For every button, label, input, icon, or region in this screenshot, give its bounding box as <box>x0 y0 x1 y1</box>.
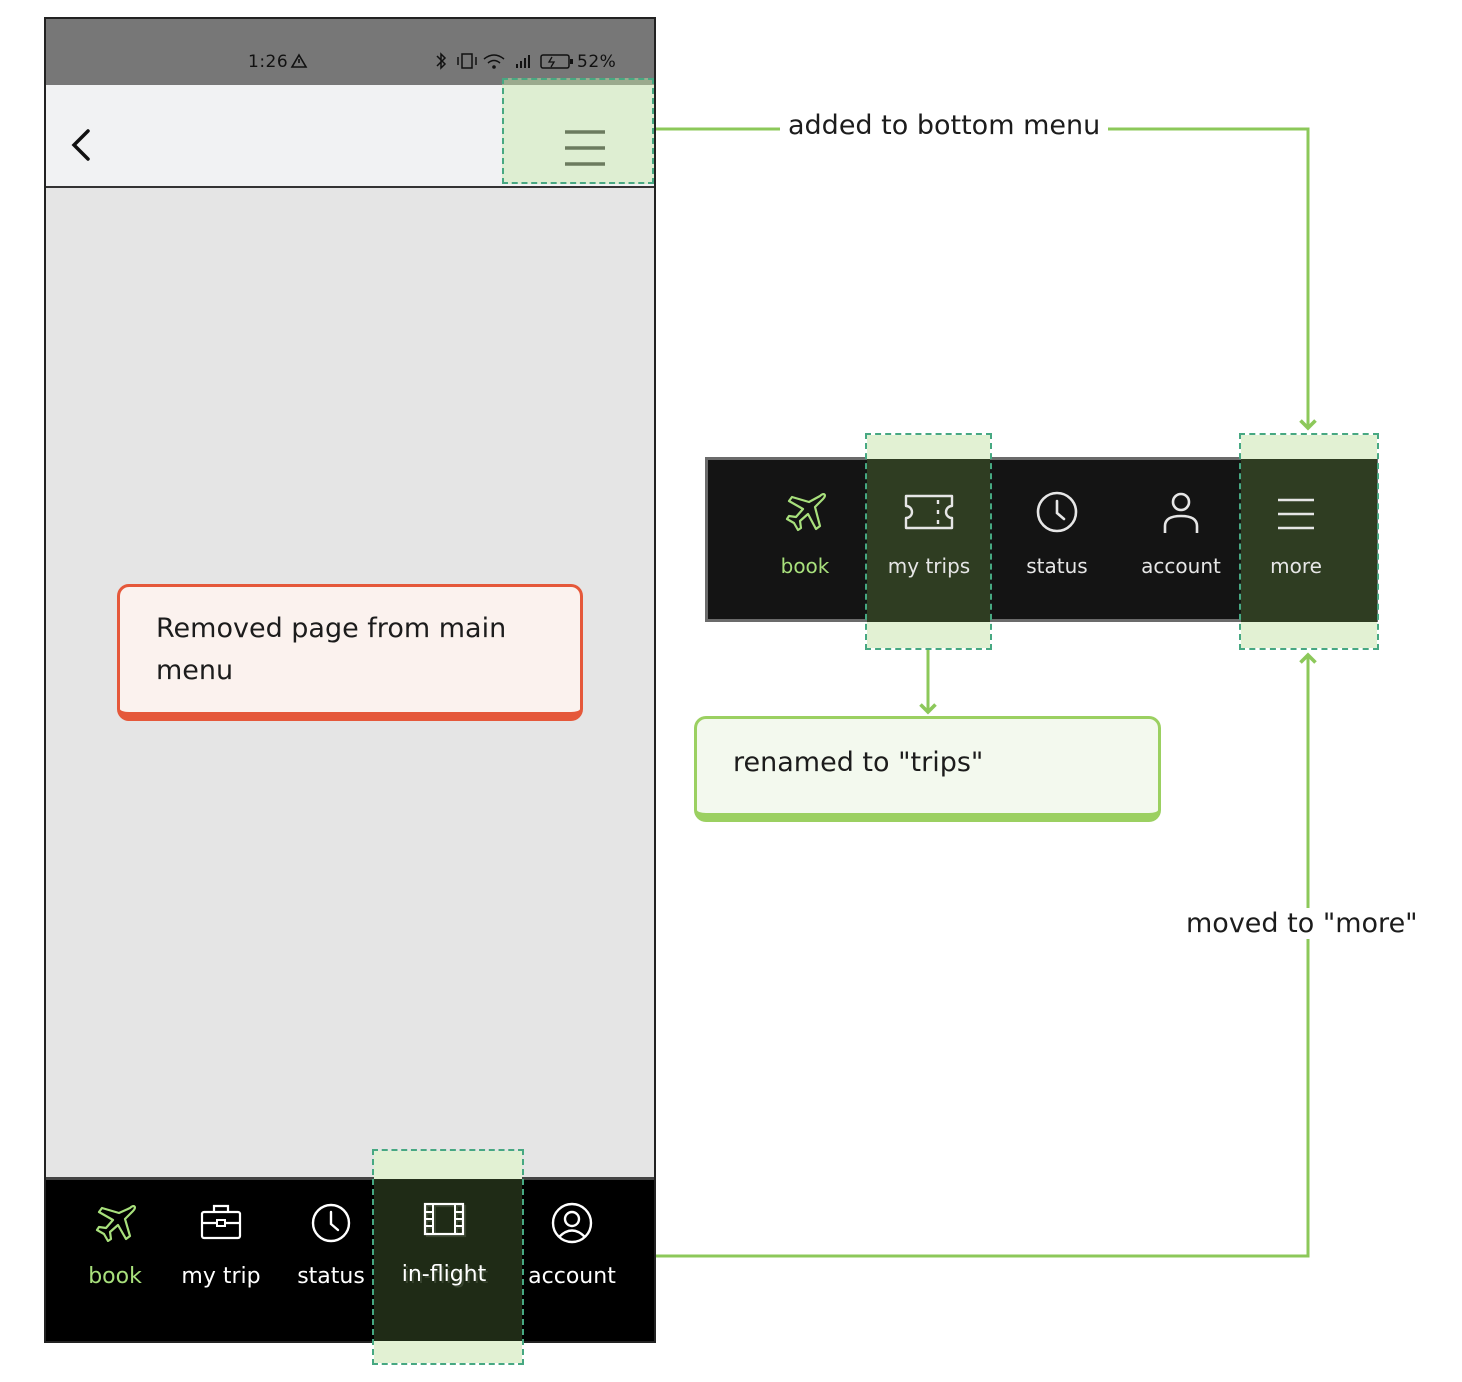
battery-icon <box>540 54 573 69</box>
briefcase-icon <box>200 1204 242 1240</box>
callout-removed-text: Removed page from main menu <box>156 613 507 686</box>
nav-item-more[interactable]: more <box>1241 460 1351 619</box>
app-bar <box>46 85 654 188</box>
nav-label: book <box>780 554 830 578</box>
nav-item-account[interactable]: account <box>517 1180 627 1341</box>
callout-renamed-text: renamed to "trips" <box>733 747 984 778</box>
nav-item-status[interactable]: status <box>1002 460 1112 619</box>
ticket-icon <box>904 494 954 530</box>
nav-item-account[interactable]: account <box>1126 460 1236 619</box>
clock-icon <box>1036 491 1078 533</box>
highlight-in-flight <box>372 1149 524 1365</box>
in-flight-label: in-flight <box>401 1262 487 1287</box>
back-arrow-icon[interactable] <box>68 125 94 165</box>
hamburger-menu-icon[interactable] <box>563 128 607 168</box>
nav-label: status <box>1026 554 1088 578</box>
nav-label: my trips <box>887 554 971 578</box>
phone-bottom-nav: book my trip status <box>46 1177 654 1341</box>
nav-label: status <box>297 1264 365 1289</box>
wifi-icon <box>483 54 505 69</box>
status-time: 1:26 <box>248 52 289 72</box>
connector-added-to-bottom <box>654 127 1317 431</box>
clock-icon <box>311 1203 351 1243</box>
nav-item-my-trips[interactable]: my trips <box>873 460 985 619</box>
highlight-hamburger <box>502 78 654 184</box>
battery-percent: 52% <box>577 52 617 72</box>
nav-label: my trip <box>181 1264 261 1289</box>
nav-item-my-trip[interactable]: my trip <box>166 1180 276 1341</box>
label-moved-to-more: moved to "more" <box>1178 908 1426 939</box>
warning-icon <box>290 53 308 68</box>
highlight-my-trips <box>865 433 992 650</box>
film-icon <box>423 1202 465 1236</box>
nav-label: account <box>1141 554 1221 578</box>
label-added-to-bottom-menu: added to bottom menu <box>780 110 1109 141</box>
user-icon <box>1163 492 1199 533</box>
airplane-icon <box>95 1205 136 1242</box>
hamburger-icon <box>1278 498 1314 530</box>
status-bar: 1:26 52% <box>46 19 654 85</box>
nav-item-book[interactable]: book <box>750 460 860 619</box>
nav-item-book[interactable]: book <box>60 1180 170 1341</box>
nav-label: account <box>528 1264 616 1289</box>
bluetooth-icon <box>436 52 447 70</box>
nav-label: book <box>88 1264 142 1289</box>
signal-icon <box>516 55 530 68</box>
nav-label: more <box>1270 554 1322 578</box>
callout-removed-page: Removed page from main menu <box>117 584 583 721</box>
vibrate-icon <box>457 53 477 69</box>
user-circle-icon <box>551 1202 593 1244</box>
callout-renamed: renamed to "trips" <box>694 716 1161 822</box>
highlight-more <box>1239 433 1379 650</box>
connector-moved-to-more <box>523 652 1317 1258</box>
in-flight-overlay: in-flight <box>389 1178 499 1338</box>
airplane-icon <box>785 493 826 532</box>
nav-item-status[interactable]: status <box>276 1180 386 1341</box>
